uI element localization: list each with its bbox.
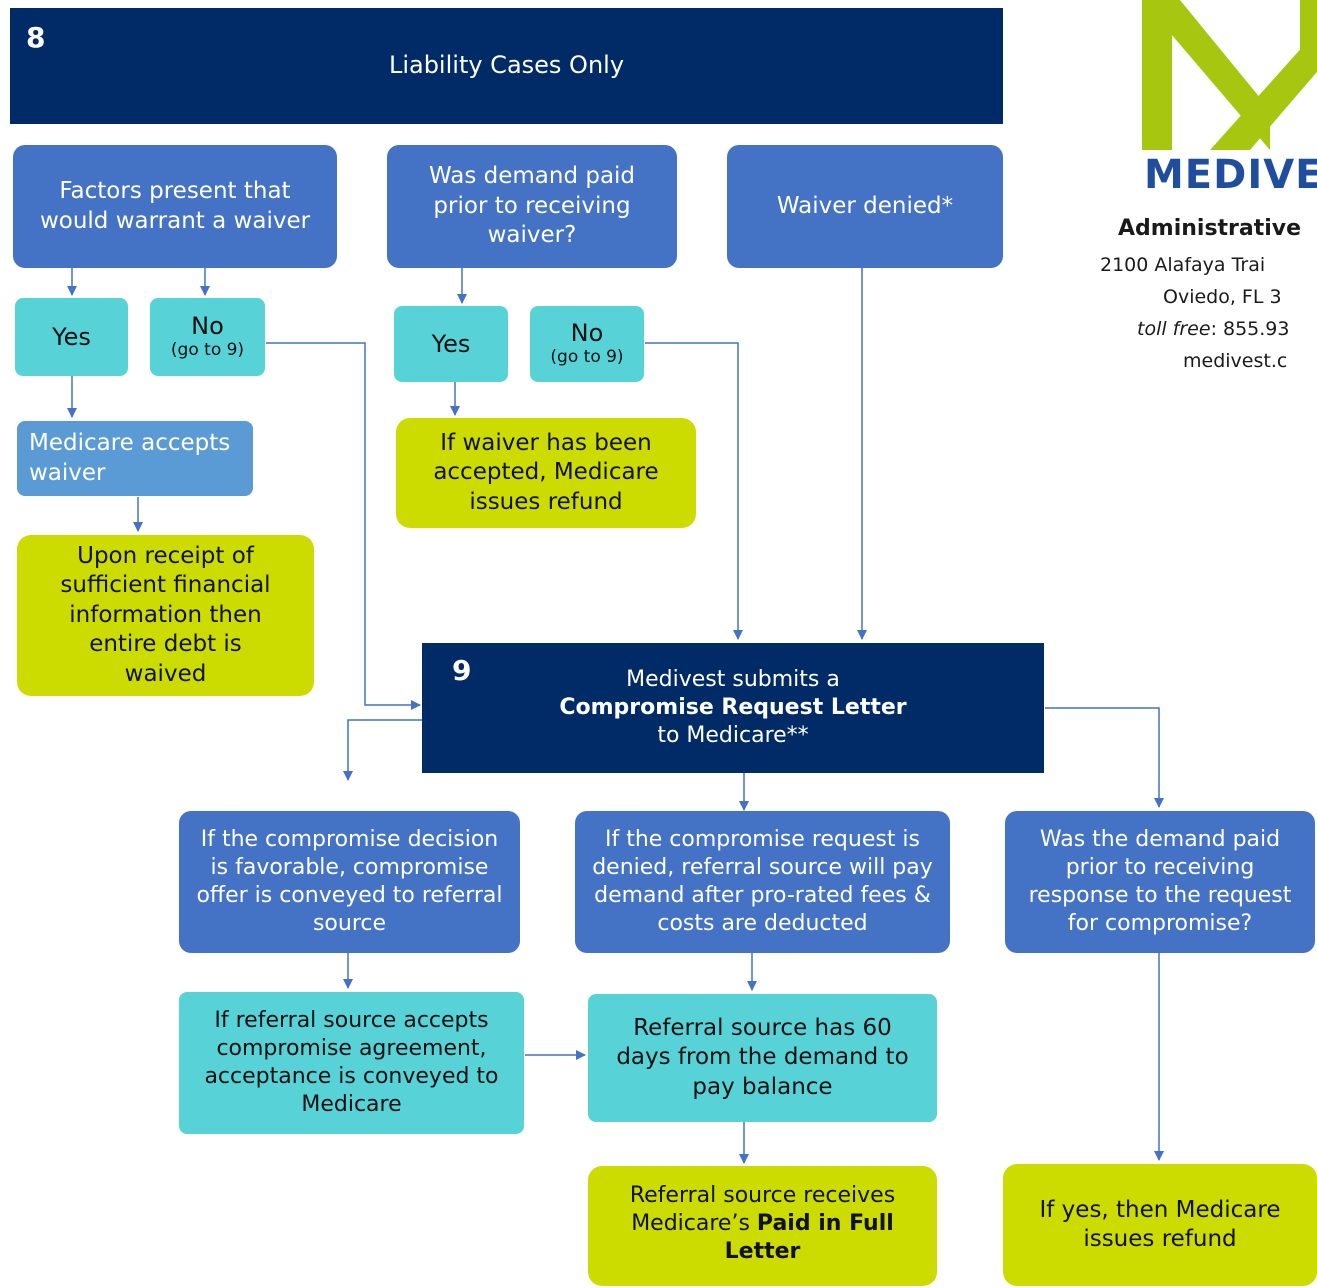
contact-website: medivest.c <box>1183 350 1288 372</box>
paid-in-full-letter: Paid in Full Letter <box>724 1211 894 1265</box>
header-title: Liability Cases Only <box>388 51 625 79</box>
sixty-days-box: Referral source has 60 days from the dem… <box>588 994 937 1122</box>
request-denied-box: If the compromise request is denied, ref… <box>575 811 950 953</box>
arrow-9-favorable <box>343 719 422 781</box>
arrow-no2-to-9 <box>645 342 743 640</box>
waiver-denied-box: Waiver denied* <box>727 145 1003 268</box>
favorable-decision-box: If the compromise decision is favorable,… <box>179 811 520 953</box>
company-name: MEDIVE <box>1144 152 1317 198</box>
compromise-request-letter: Compromise Request Letter <box>559 694 907 720</box>
no-label: No <box>191 312 224 341</box>
arrow-9-paidprior <box>1045 707 1164 808</box>
factors-present-box: Factors present that would warrant a wai… <box>13 145 337 268</box>
no-label: No <box>570 319 604 348</box>
yes-refund-box: If yes, then Medicare issues refund <box>1003 1164 1317 1286</box>
go-to-9-label: (go to 9) <box>170 340 245 361</box>
paid-in-full-text: Referral source receives Medicare’s <box>629 1183 896 1237</box>
step-9-line1: Medivest submits a <box>626 666 840 692</box>
demand-paid-box: Was demand paid prior to receiving waive… <box>387 145 677 268</box>
contact-title: Administrative <box>1118 216 1302 241</box>
contact-city: Oviedo, FL 3 <box>1163 286 1282 308</box>
phone-label: toll free <box>1137 318 1211 340</box>
header-banner: 8 Liability Cases Only <box>10 8 1003 124</box>
upon-receipt-box: Upon receipt of sufficient financial inf… <box>17 535 314 696</box>
factors-yes-box: Yes <box>15 298 128 376</box>
step-9-box: 9 Medivest submits a Compromise Request … <box>422 643 1044 773</box>
go-to-9-label: (go to 9) <box>550 347 624 368</box>
referral-accepts-box: If referral source accepts compromise ag… <box>179 992 524 1134</box>
factors-no-box: No (go to 9) <box>150 298 265 376</box>
demand-no-box: No (go to 9) <box>530 306 644 382</box>
section-number-9: 9 <box>452 654 472 687</box>
medicare-accepts-box: Medicare accepts waiver <box>17 421 253 496</box>
contact-street: 2100 Alafaya Trai <box>1100 254 1266 276</box>
issues-refund-box: If waiver has been accepted, Medicare is… <box>396 418 696 528</box>
medivest-logo: MEDIVE <box>1120 0 1317 200</box>
step-9-line3: to Medicare** <box>657 723 809 749</box>
phone-value: : 855.93 <box>1210 318 1290 340</box>
section-number-8: 8 <box>26 21 46 54</box>
contact-block: Administrative 2100 Alafaya Trai Oviedo,… <box>1080 216 1317 386</box>
paid-prior-box: Was the demand paid prior to receiving r… <box>1005 811 1315 953</box>
contact-phone: toll free: 855.93 <box>1137 318 1290 340</box>
paid-in-full-box: Referral source receives Medicare’s Paid… <box>588 1166 937 1286</box>
demand-yes-box: Yes <box>394 306 508 382</box>
medivest-m-logo-icon <box>1142 0 1317 150</box>
arrow-no-to-9 <box>266 342 421 710</box>
